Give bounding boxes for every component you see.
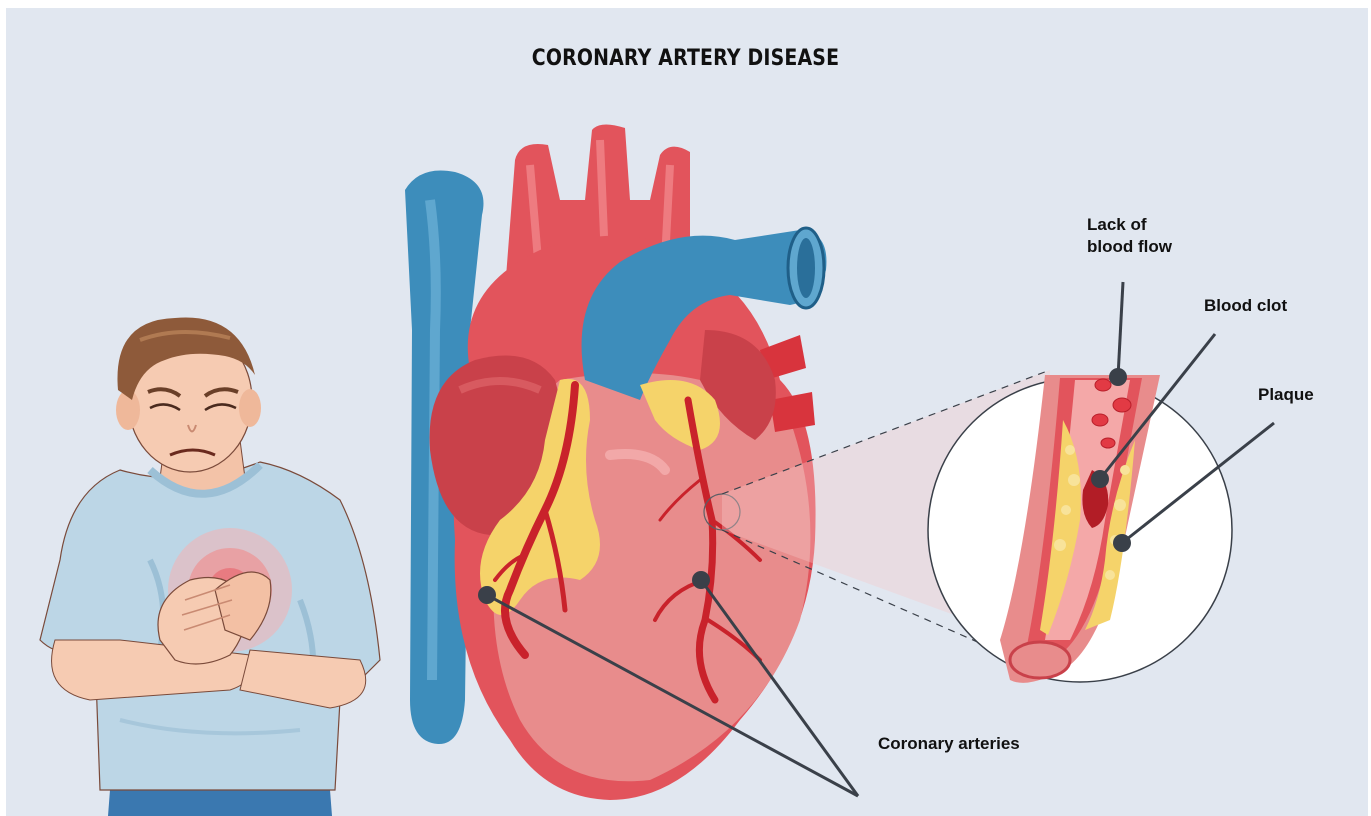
man-with-chest-pain-illustration [40, 317, 380, 816]
label-lack-of-blood-flow-line1: Lack of [1087, 214, 1172, 236]
label-lack-of-blood-flow: Lack of blood flow [1087, 214, 1172, 258]
label-lack-of-blood-flow-line2: blood flow [1087, 236, 1172, 258]
label-blood-clot: Blood clot [1204, 295, 1287, 317]
label-coronary-arteries: Coronary arteries [878, 733, 1020, 755]
label-plaque: Plaque [1258, 384, 1314, 406]
heart-illustration [405, 124, 826, 800]
diagram-title: CORONARY ARTERY DISEASE [96, 46, 1275, 71]
